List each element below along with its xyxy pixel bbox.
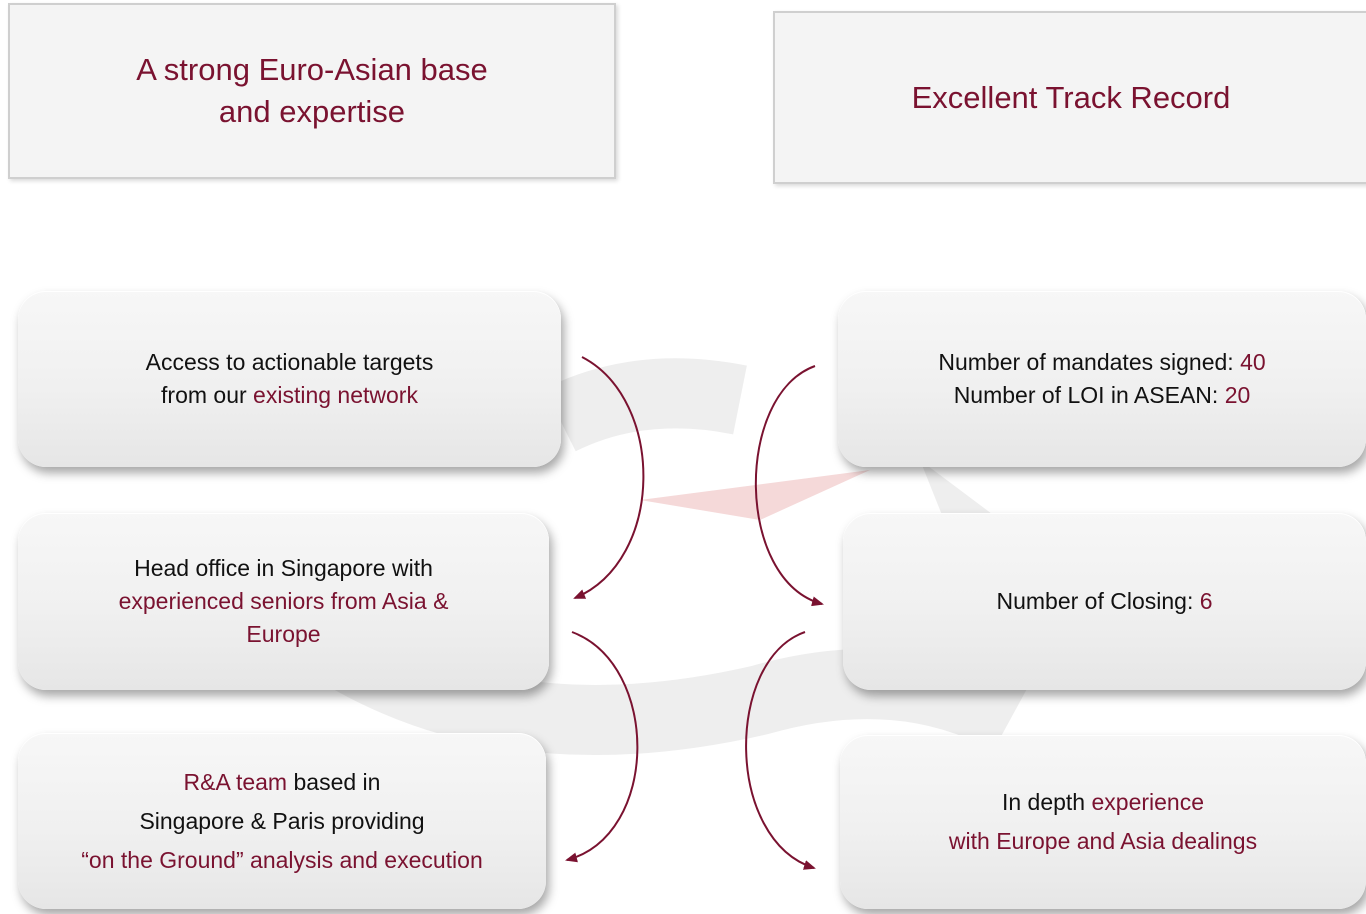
- header-left-line2: and expertise: [218, 94, 406, 129]
- curved-arrow-icon: [754, 365, 824, 607]
- card-l3-line2: Singapore & Paris providing: [139, 807, 425, 834]
- card-l3-line1-accent: R&A team: [183, 768, 288, 795]
- header-euro-asian-base: A strong Euro-Asian base and expertise: [8, 3, 616, 179]
- card-ra-team: R&A team based in Singapore & Paris prov…: [18, 733, 546, 909]
- card-actionable-targets: Access to actionable targets from our ex…: [18, 291, 561, 467]
- card-experience: In depth experience with Europe and Asia…: [840, 735, 1366, 909]
- loi-value: 20: [1224, 382, 1251, 408]
- mandates-value: 40: [1240, 349, 1266, 375]
- header-right-line1: Excellent Track Record: [911, 79, 1231, 115]
- card-l2-line3: Europe: [246, 621, 321, 647]
- header-left-line1: A strong Euro-Asian base: [136, 52, 488, 87]
- card-l1-line2-pre: from our: [161, 382, 254, 408]
- card-l3-line3: “on the Ground” analysis and execution: [81, 846, 483, 873]
- curved-arrow-icon: [745, 631, 816, 870]
- card-closing: Number of Closing: 6: [843, 513, 1366, 690]
- card-l2-line1: Head office in Singapore with: [134, 555, 433, 581]
- curved-arrow-icon: [573, 356, 645, 599]
- card-l1-line1: Access to actionable targets: [145, 349, 434, 375]
- card-mandates: Number of mandates signed: 40 Number of …: [838, 291, 1366, 467]
- curved-arrow-icon: [565, 631, 639, 863]
- card-r3-line2: with Europe and Asia dealings: [948, 828, 1258, 854]
- closing-value: 6: [1199, 588, 1213, 614]
- card-l1-line2-accent: existing network: [253, 382, 418, 408]
- card-r3-line1-accent: experience: [1091, 789, 1205, 815]
- card-r1-line1-pre: Number of mandates signed:: [938, 349, 1241, 375]
- card-r2-line1-pre: Number of Closing:: [996, 588, 1200, 614]
- card-r3-line1-pre: In depth: [1001, 789, 1092, 815]
- card-head-office: Head office in Singapore with experience…: [18, 513, 549, 690]
- header-track-record: Excellent Track Record: [773, 11, 1366, 184]
- card-r1-line2-pre: Number of LOI in ASEAN:: [953, 382, 1225, 408]
- card-l3-line1-post: based in: [287, 768, 381, 795]
- card-l2-line2: experienced seniors from Asia &: [118, 588, 449, 614]
